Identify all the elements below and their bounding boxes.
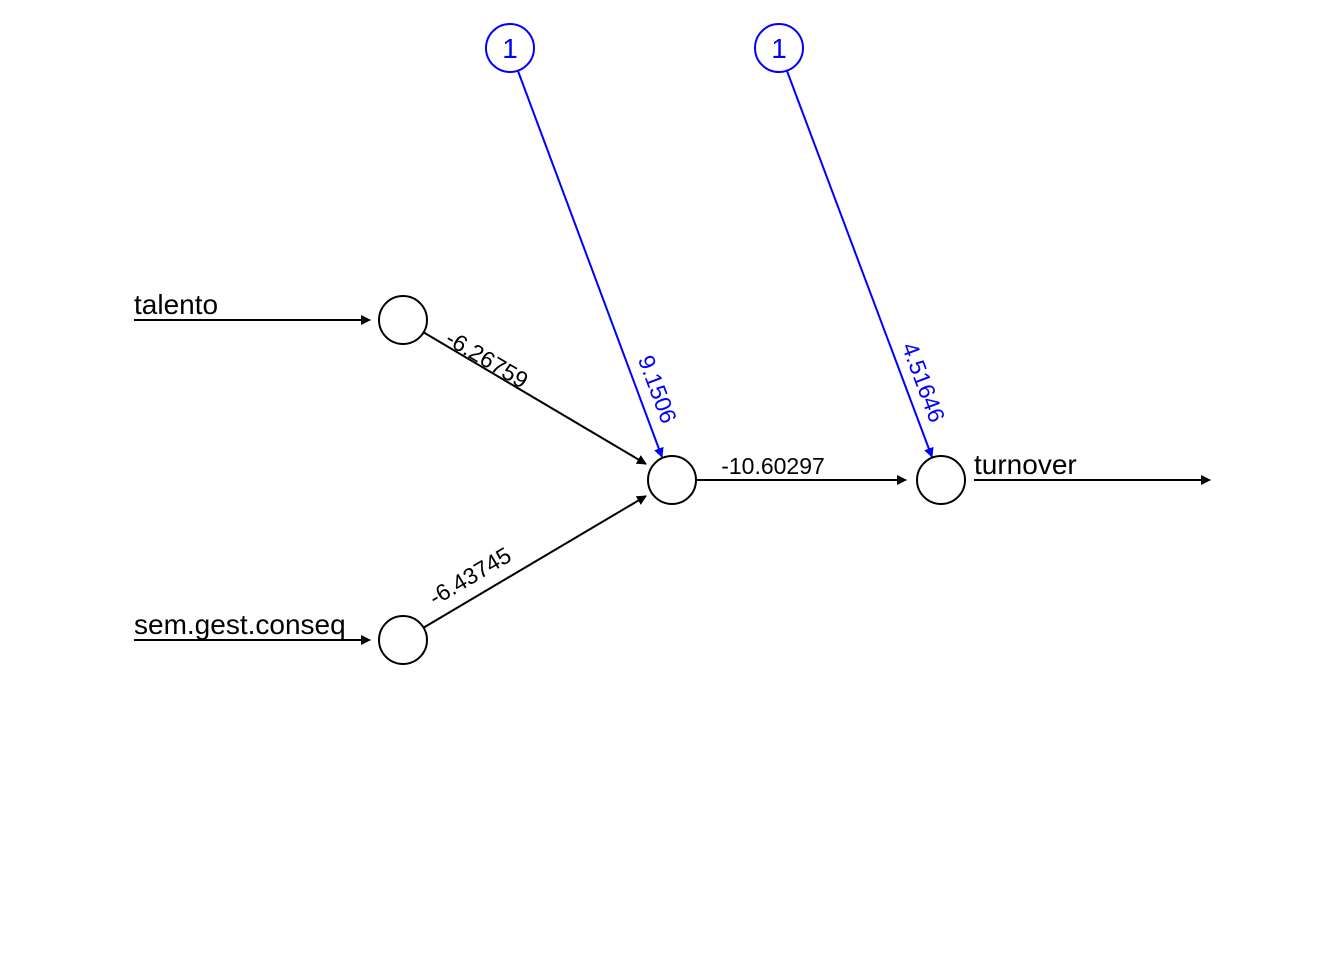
- weight-label-bias-hidden: 9.1506: [633, 352, 682, 427]
- weight-label-talento: -6.26759: [441, 325, 532, 394]
- input-label-sem-gest-conseq: sem.gest.conseq: [134, 609, 346, 640]
- bias-node-output: [754, 23, 804, 73]
- weight-label-hidden-to-output: -10.60297: [721, 453, 825, 479]
- bias-node-hidden-label: 1: [502, 33, 518, 64]
- bias-node-output-label: 1: [771, 33, 787, 64]
- output-node-turnover: [916, 455, 966, 505]
- input-label-talento: talento: [134, 289, 218, 320]
- edge-bias-to-hidden: [517, 70, 664, 458]
- input-node-sem-gest-conseq: [378, 615, 428, 665]
- edge-talento-to-hidden: [422, 331, 647, 465]
- input-node-talento: [378, 295, 428, 345]
- edge-bias-to-output: [786, 70, 934, 458]
- bias-node-hidden: [485, 23, 535, 73]
- output-label-turnover: turnover: [974, 449, 1077, 480]
- edge-sem-gest-conseq-to-hidden: [422, 495, 647, 629]
- hidden-node: [647, 455, 697, 505]
